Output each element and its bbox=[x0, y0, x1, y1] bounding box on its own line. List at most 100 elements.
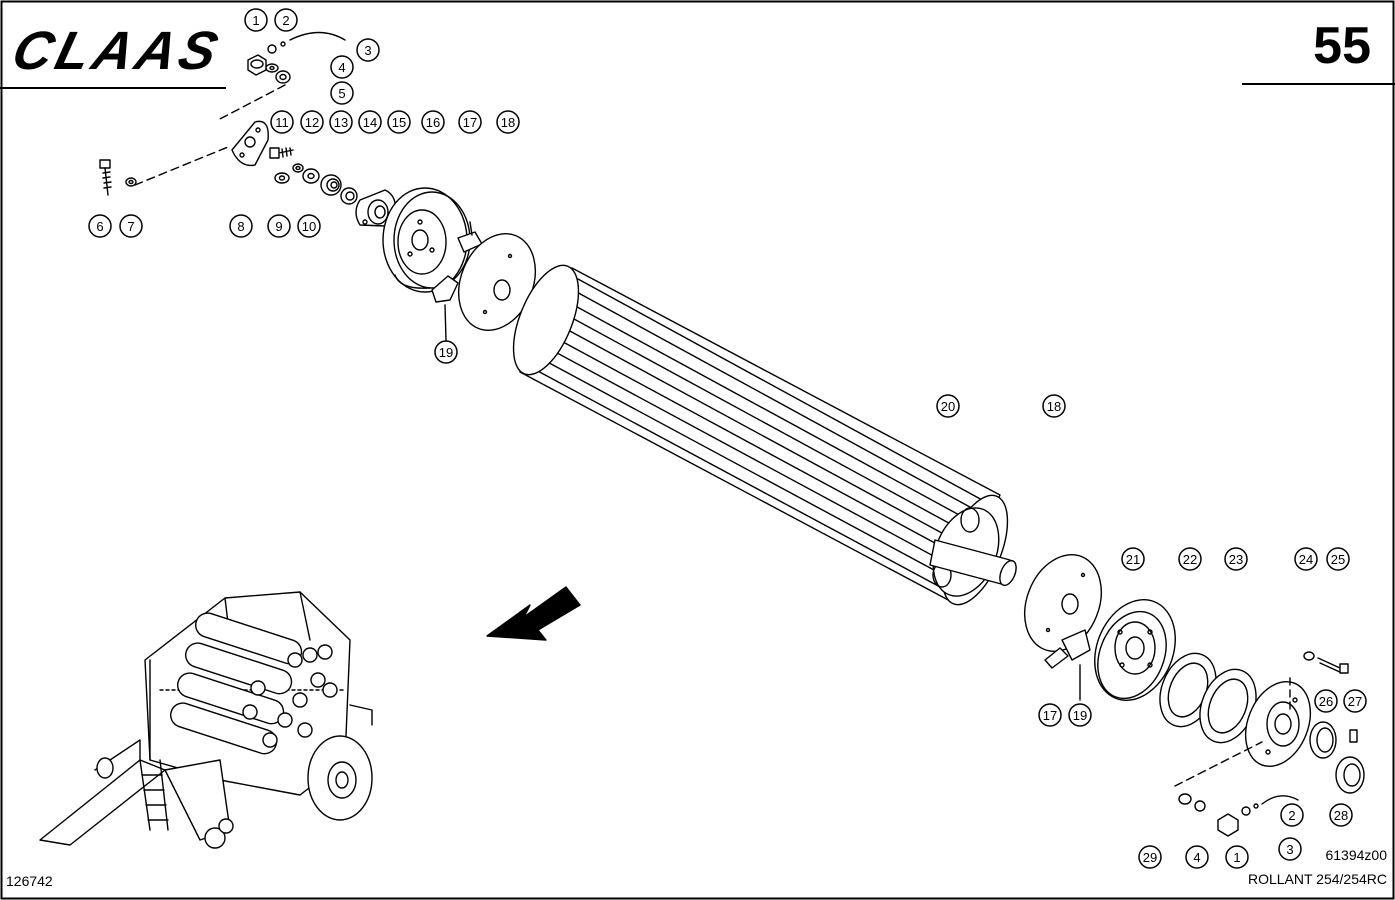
part-scraper-19-bottom bbox=[1061, 629, 1091, 701]
callout-16: 16 bbox=[421, 110, 445, 134]
callout-label: 8 bbox=[237, 219, 244, 234]
callout-label: 14 bbox=[363, 115, 377, 130]
callout-label: 28 bbox=[1334, 808, 1348, 823]
callout-18: 18 bbox=[496, 110, 520, 134]
callout-label: 10 bbox=[302, 219, 316, 234]
callout-label: 19 bbox=[1073, 708, 1087, 723]
part-grease-nipple-2 bbox=[267, 41, 286, 54]
callout-26: 26 bbox=[1314, 689, 1338, 713]
callout-25: 25 bbox=[1326, 547, 1350, 571]
callout-label: 12 bbox=[305, 115, 319, 130]
callout-label: 22 bbox=[1183, 552, 1197, 567]
part-washer-9 bbox=[274, 172, 290, 184]
callout-15: 15 bbox=[387, 110, 411, 134]
machine-overview-baler bbox=[39, 591, 373, 849]
callout-13: 13 bbox=[329, 110, 353, 134]
part-scraper-19 bbox=[431, 275, 459, 341]
part-end-disc-16 bbox=[382, 187, 471, 293]
callout-label: 13 bbox=[334, 115, 348, 130]
part-washer-7 bbox=[125, 177, 137, 187]
part-ring-4-bottom bbox=[1194, 800, 1206, 812]
callout-1: 1 bbox=[244, 8, 268, 32]
part-grease-line-3 bbox=[289, 31, 346, 41]
callout-19: 19 bbox=[434, 340, 458, 364]
callout-label: 23 bbox=[1229, 552, 1243, 567]
callout-11: 11 bbox=[270, 110, 294, 134]
callout-label: 17 bbox=[1043, 708, 1057, 723]
figure-code: 61394z00 bbox=[1325, 847, 1387, 863]
part-bolt-11 bbox=[269, 147, 294, 159]
callout-2: 2 bbox=[1280, 803, 1304, 827]
callout-5: 5 bbox=[330, 81, 354, 105]
part-collar-28 bbox=[1335, 756, 1365, 794]
part-nut-1-bottom bbox=[1217, 813, 1239, 837]
drawing-number: 126742 bbox=[6, 873, 53, 889]
callout-label: 17 bbox=[463, 115, 477, 130]
callout-label: 25 bbox=[1331, 552, 1345, 567]
callout-label: 27 bbox=[1348, 694, 1362, 709]
part-bolt-25 bbox=[1317, 657, 1349, 674]
part-scraper-17-bottom bbox=[1044, 647, 1069, 669]
callout-29: 29 bbox=[1138, 845, 1162, 869]
callout-label: 18 bbox=[501, 115, 515, 130]
callout-label: 11 bbox=[275, 115, 289, 130]
direction-arrow bbox=[486, 586, 581, 641]
part-bearing-housing bbox=[1244, 680, 1312, 768]
callout-label: 18 bbox=[1047, 399, 1061, 414]
part-thin-disc-18-bottom bbox=[1024, 554, 1102, 652]
part-nipple-27 bbox=[1349, 729, 1358, 743]
part-washer-4 bbox=[265, 63, 279, 73]
callout-12: 12 bbox=[300, 110, 324, 134]
callout-6: 6 bbox=[88, 214, 112, 238]
part-washer-12 bbox=[292, 163, 304, 173]
callout-label: 1 bbox=[1233, 850, 1240, 865]
callout-4: 4 bbox=[1185, 845, 1209, 869]
callout-label: 16 bbox=[426, 115, 440, 130]
callout-20: 20 bbox=[936, 394, 960, 418]
part-grease-line-2-bottom bbox=[1261, 795, 1299, 805]
part-roller-20 bbox=[512, 264, 1017, 606]
callout-18: 18 bbox=[1042, 394, 1066, 418]
part-ring-5 bbox=[275, 70, 291, 84]
callout-23: 23 bbox=[1224, 547, 1248, 571]
part-flange-15 bbox=[355, 189, 397, 227]
callout-label: 20 bbox=[941, 399, 955, 414]
callout-label: 24 bbox=[1299, 552, 1313, 567]
part-seal-14 bbox=[340, 187, 358, 205]
leader-dashed bbox=[217, 84, 286, 121]
callout-label: 2 bbox=[1288, 808, 1295, 823]
callout-21: 21 bbox=[1121, 547, 1145, 571]
part-bearing-26 bbox=[1309, 721, 1337, 759]
part-bearing-plate-8 bbox=[231, 120, 269, 167]
callout-17: 17 bbox=[1038, 703, 1062, 727]
callout-2: 2 bbox=[274, 8, 298, 32]
callout-label: 3 bbox=[1286, 842, 1293, 857]
callout-28: 28 bbox=[1329, 803, 1353, 827]
callout-label: 5 bbox=[338, 86, 345, 101]
callout-14: 14 bbox=[358, 110, 382, 134]
callout-label: 2 bbox=[282, 13, 289, 28]
callout-label: 26 bbox=[1319, 694, 1333, 709]
part-washer-24 bbox=[1303, 651, 1315, 661]
callout-1: 1 bbox=[1225, 845, 1249, 869]
model-label: ROLLANT 254/254RC bbox=[1247, 871, 1387, 887]
callout-label: 9 bbox=[275, 219, 282, 234]
part-spacer-10 bbox=[302, 168, 320, 184]
callout-label: 6 bbox=[96, 219, 103, 234]
callout-8: 8 bbox=[229, 214, 253, 238]
callout-label: 21 bbox=[1126, 552, 1140, 567]
callout-4: 4 bbox=[330, 55, 354, 79]
callout-3: 3 bbox=[356, 38, 380, 62]
callout-22: 22 bbox=[1178, 547, 1202, 571]
part-disc-21 bbox=[1094, 599, 1176, 701]
callout-7: 7 bbox=[119, 214, 143, 238]
callout-label: 19 bbox=[439, 345, 453, 360]
part-ring-23 bbox=[1199, 668, 1257, 744]
callout-24: 24 bbox=[1294, 547, 1318, 571]
callout-17: 17 bbox=[458, 110, 482, 134]
part-bearing-13 bbox=[320, 174, 342, 196]
